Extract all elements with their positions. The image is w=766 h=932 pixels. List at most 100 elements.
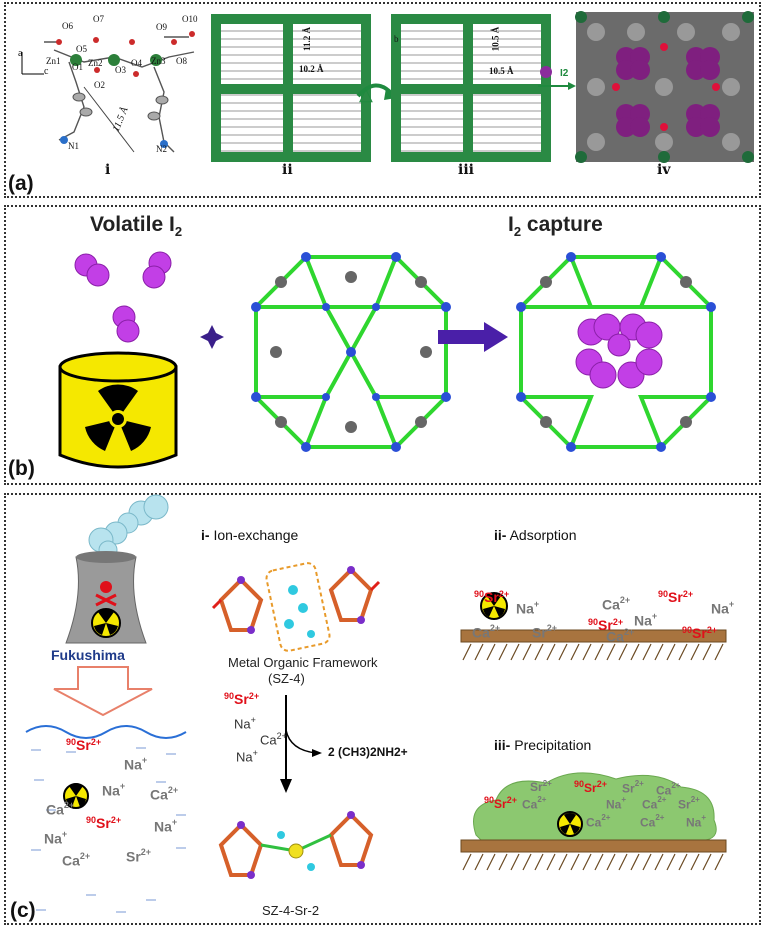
reactant-sr: 90Sr2+ xyxy=(224,691,260,707)
ads-na-1: Na+ xyxy=(516,599,540,617)
water-na-3: Na+ xyxy=(154,817,178,835)
water-na-1: Na+ xyxy=(124,755,148,773)
adsorption-surface xyxy=(460,629,727,661)
dim-ii-vertical: 11.2 Å xyxy=(302,26,313,52)
precipitation-surface xyxy=(460,839,727,871)
dim-iii-horizontal: 10.5 Å xyxy=(489,66,514,76)
radioactive-barrel-icon xyxy=(58,351,178,469)
ads-sr-plain: Sr2+ xyxy=(532,623,558,641)
prec-sr-1: 90Sr2+ xyxy=(574,779,607,795)
water-sr-2: 90Sr2+ xyxy=(86,815,122,831)
atom-label-o3: O3 xyxy=(115,65,126,75)
atom-label-zn3: Zn3 xyxy=(151,56,166,66)
atom-label-zn2: Zn2 xyxy=(88,58,103,68)
contamination-arrow xyxy=(53,666,153,717)
sublabel-i: i xyxy=(105,162,111,178)
prec-na-1: Na+ xyxy=(606,795,627,812)
atom-label-o2: O2 xyxy=(94,80,105,90)
iodine-label: I2 xyxy=(560,68,569,79)
nuclear-plant-icon xyxy=(65,494,169,644)
ads-na-2: Na+ xyxy=(711,599,735,617)
ads-sr-3: 90Sr2+ xyxy=(588,617,624,633)
water-sr-1: 90Sr2+ xyxy=(66,737,102,753)
panel-b-label: (b) xyxy=(8,457,35,480)
water-ca-2: Ca2+ xyxy=(46,800,75,818)
water-sr-plain: Sr2+ xyxy=(126,847,152,865)
atom-label-o4: O4 xyxy=(131,58,142,68)
atom-label-o7: O7 xyxy=(93,14,104,24)
iodine-molecules xyxy=(74,251,172,343)
framework-iv xyxy=(575,11,754,163)
precipitation-radiation-icon xyxy=(557,811,583,837)
prec-sr-2: 90Sr2+ xyxy=(484,795,517,811)
axis-c-label: c xyxy=(44,66,49,77)
axis-b-label: b xyxy=(394,34,399,44)
ads-sr-1: 90Sr2+ xyxy=(474,589,510,605)
prec-sr-plain-3: Sr2+ xyxy=(678,795,700,812)
mof-cage-empty xyxy=(251,252,451,452)
panel-b: Volatile I2 I2 capture xyxy=(4,205,761,485)
prec-ca-3: Ca2+ xyxy=(642,795,667,812)
mof-caption: Metal Organic Framework xyxy=(228,655,378,670)
panel-a: (a) a c O6 O7 O9 O10 Zn1 O5 Zn2 O3 O4 Zn… xyxy=(4,2,761,198)
reaction-product: 2 (CH3)2NH2+ xyxy=(328,745,408,759)
dim-iii-vertical: 10.5 Å xyxy=(490,26,501,52)
ads-ca-1: Ca2+ xyxy=(602,595,631,613)
dim-ii-horizontal: 10.2 Å xyxy=(299,64,324,74)
atom-label-o6: O6 xyxy=(62,21,73,31)
prec-ca-4: Ca2+ xyxy=(586,813,611,830)
reactant-ca: Ca2+ xyxy=(260,731,287,748)
capture-arrow-icon xyxy=(438,322,508,352)
atom-label-o5: O5 xyxy=(76,44,87,54)
mof-cage-filled xyxy=(516,252,716,452)
ads-sr-4: 90Sr2+ xyxy=(682,625,718,641)
sublabel-ii: ii xyxy=(282,162,293,178)
atom-label-n2: N2 xyxy=(156,144,167,154)
panel-c-label: (c) xyxy=(10,899,36,922)
panel-c: Fukushima 90Sr2+ Na+ Na+ Ca2+ Ca2+ 90Sr2… xyxy=(4,493,761,925)
ads-ca-3: Ca2+ xyxy=(606,627,635,645)
mof-caption-2: (SZ-4) xyxy=(268,671,305,686)
axis-a-label: a xyxy=(18,48,23,59)
adsorption-title: ii- Adsorption xyxy=(494,527,577,543)
reaction-arrow xyxy=(280,695,322,793)
prec-sr-plain-1: Sr2+ xyxy=(530,779,552,794)
precipitation-title: iii- Precipitation xyxy=(494,737,592,753)
water-na-2: Na+ xyxy=(102,781,126,799)
atom-label-o1: O1 xyxy=(72,62,83,72)
atom-label-o10: O10 xyxy=(182,14,198,24)
water-ca-3: Ca2+ xyxy=(62,851,91,869)
delta-symbol: △ xyxy=(359,84,373,104)
precipitate-cloud xyxy=(473,772,717,841)
water-area xyxy=(25,725,187,913)
atom-label-o8: O8 xyxy=(176,56,187,66)
adsorption-radiation-icon xyxy=(480,592,508,620)
ads-na-3: Na+ xyxy=(634,611,658,629)
mof-sz4-structure xyxy=(211,562,381,652)
framework-ii-beam xyxy=(211,84,371,94)
sublabel-iv: iv xyxy=(657,162,671,178)
prec-ca-1: Ca2+ xyxy=(656,781,681,798)
sz4-sr2-structure xyxy=(218,811,374,879)
atom-label-zn1: Zn1 xyxy=(46,56,61,66)
title-iodine-capture: I2 capture xyxy=(508,213,603,240)
plus-icon xyxy=(200,325,224,349)
ads-sr-2: 90Sr2+ xyxy=(658,589,694,605)
framework-iii-beam xyxy=(391,84,551,94)
prec-sr-plain-2: Sr2+ xyxy=(622,779,644,796)
water-ca-1: Ca2+ xyxy=(150,785,179,803)
result-caption: SZ-4-Sr-2 xyxy=(262,903,320,918)
atom-label-n1: N1 xyxy=(68,141,79,151)
title-volatile-iodine: Volatile I2 xyxy=(90,213,183,240)
water-na-4: Na+ xyxy=(44,829,68,847)
ion-exchange-title: i- Ion-exchange xyxy=(201,527,299,543)
prec-na-2: Na+ xyxy=(686,813,707,830)
iodine-arrow xyxy=(538,66,576,90)
structure-i xyxy=(21,31,195,153)
prec-ca-5: Ca2+ xyxy=(640,813,665,830)
reactant-na-2: Na+ xyxy=(236,748,258,765)
ads-ca-2: Ca2+ xyxy=(472,623,501,641)
reactant-na-1: Na+ xyxy=(234,715,256,732)
prec-ca-2: Ca2+ xyxy=(522,795,547,812)
sublabel-iii: iii xyxy=(458,162,474,178)
